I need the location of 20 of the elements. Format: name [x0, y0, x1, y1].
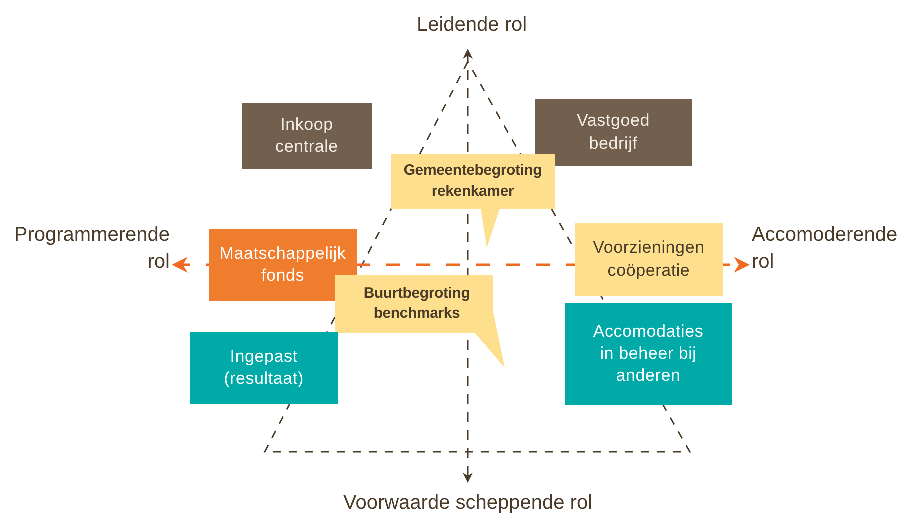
box-label: Accomodaties in beheer bij anderen: [592, 320, 705, 388]
role-box: [242, 103, 372, 169]
axis-label: Leidende rol: [416, 13, 528, 38]
speech-bubble: [391, 154, 556, 249]
role-box: [535, 99, 692, 166]
box-label: Vastgoed bedrijf: [576, 110, 651, 154]
box-label: Buurtbegroting benchmarks: [362, 284, 472, 324]
axis-label: Accomoderende rol: [752, 223, 899, 275]
axis-label: Voorwaarde scheppende rol: [342, 491, 594, 516]
axis-label: Programmerende rol: [13, 223, 170, 275]
role-box: [190, 332, 338, 404]
box-label: Maatschappelijk fonds: [218, 242, 348, 287]
box-label: Gemeentebegroting rekenkamer: [402, 161, 544, 202]
role-box: [209, 229, 357, 301]
role-box: [575, 223, 723, 296]
box-label: Ingepast (resultaat): [223, 346, 305, 390]
role-box: [565, 303, 732, 405]
box-label: Voorzieningen coöperatie: [592, 237, 706, 282]
box-label: Inkoop centrale: [274, 114, 340, 158]
speech-bubble: [335, 275, 506, 369]
